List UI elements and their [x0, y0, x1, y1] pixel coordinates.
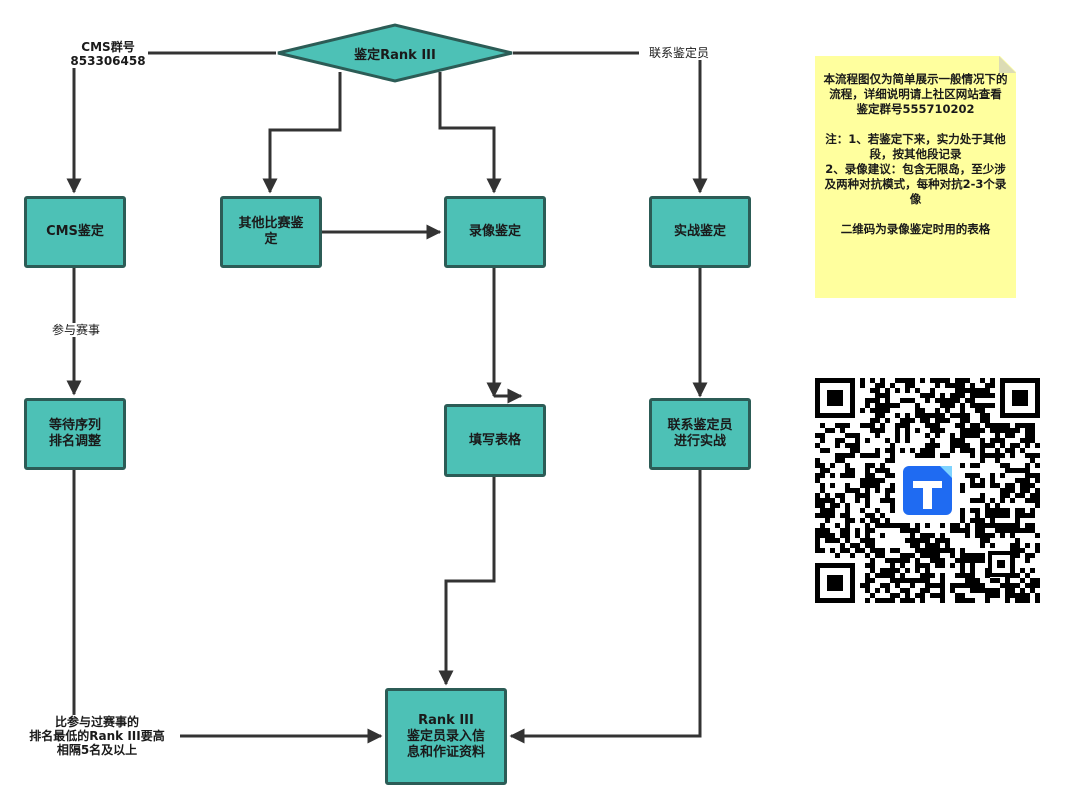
- edge-decision-to-video: [438, 72, 502, 194]
- edge-label-rank-condition: 比参与过赛事的 排名最低的Rank III要高 相隔5名及以上: [14, 715, 180, 757]
- edge-decision-to-combat: [513, 51, 708, 194]
- final-record-box: Rank III 鉴定员录入信 息和作证资料: [385, 688, 507, 785]
- decision-label: 鉴定Rank III: [354, 47, 436, 63]
- video-appraisal-box: 录像鉴定: [444, 196, 546, 268]
- edge-fill-form-to-final: [438, 477, 496, 686]
- edge-decision-to-cms: [66, 51, 276, 194]
- qr-modules: [815, 378, 1040, 603]
- note-line-1: 本流程图仅为简单展示一般情况下的流程，详细说明请上社区网站查看: [823, 72, 1008, 101]
- waiting-ranking-box: 等待序列 排名调整: [24, 398, 126, 470]
- edge-decision-to-other-match: [262, 72, 342, 194]
- edge-waiting-to-final: [72, 470, 383, 744]
- note-line-4: 2、录像建议：包含无限岛，至少涉及两种对抗模式，每种对抗2-3个录像: [824, 162, 1007, 206]
- fill-form-box: 填写表格: [444, 404, 546, 477]
- tencent-docs-glyph: [913, 481, 942, 509]
- edge-contact-to-final: [509, 470, 702, 744]
- edge-label-cms-group: CMS群号 853306458: [68, 40, 148, 68]
- tencent-docs-corner: [940, 466, 952, 478]
- edge-label-join-event: 参与赛事: [44, 323, 108, 337]
- combat-appraisal-box: 实战鉴定: [649, 196, 751, 268]
- info-note: 本流程图仅为简单展示一般情况下的流程，详细说明请上社区网站查看 鉴定群号5557…: [815, 56, 1016, 298]
- other-match-appraisal-box: 其他比赛鉴 定: [220, 196, 322, 268]
- contact-judge-combat-box: 联系鉴定员 进行实战: [649, 398, 751, 470]
- qr-code: [815, 378, 1040, 603]
- decision-diamond: [277, 23, 513, 83]
- note-line-3: 注：1、若鉴定下来，实力处于其他段，按其他段记录: [825, 132, 1006, 161]
- cms-appraisal-box: CMS鉴定: [24, 196, 126, 268]
- note-line-2: 鉴定群号555710202: [856, 102, 975, 116]
- edge-label-contact-judge: 联系鉴定员: [639, 46, 719, 60]
- note-line-5: 二维码为录像鉴定时用的表格: [840, 222, 991, 236]
